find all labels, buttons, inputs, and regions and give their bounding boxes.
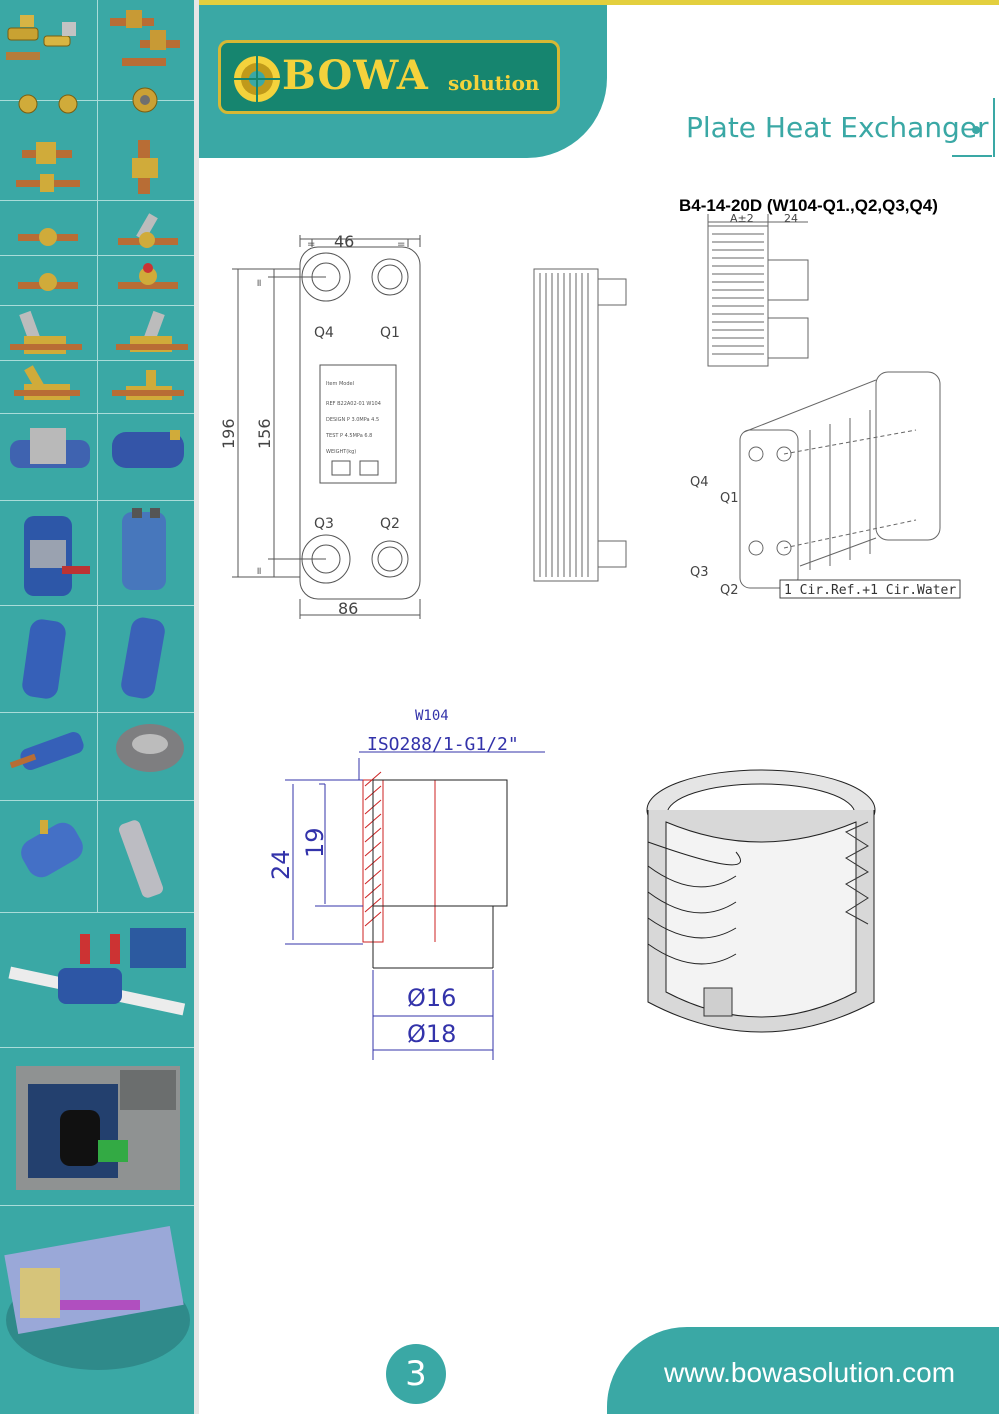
sidebar-divider [0, 912, 194, 913]
dim-a: A±2 [730, 212, 754, 225]
connector-3d-cutaway [646, 769, 876, 1033]
dim-b: 24 [784, 212, 798, 225]
dim-19: 19 [301, 827, 329, 858]
page-title: Plate Heat Exchanger [686, 111, 989, 144]
sight-glass-thumb [132, 87, 158, 113]
svg-text:DESIGN P 3.0MPa 4.5: DESIGN P 3.0MPa 4.5 [326, 417, 379, 423]
sidebar-product-thumbnails [4, 10, 190, 1370]
circuit-label: 1 Cir.Ref.+1 Cir.Water [784, 583, 956, 598]
svg-text:WEIGHT(kg): WEIGHT(kg) [326, 449, 356, 455]
title-underline [952, 155, 992, 157]
title-rule-vertical [993, 98, 995, 157]
logo-emblem-icon [234, 56, 280, 102]
flare-nuts-thumb [18, 94, 78, 114]
dim-height-outer: 196 [219, 418, 238, 449]
port-q4: Q4 [314, 325, 334, 341]
port-q2: Q2 [380, 516, 400, 532]
iso-port-q2: Q2 [720, 583, 739, 598]
connector-thread: ISO288/1-G1/2" [367, 734, 519, 755]
page-number: 3 [405, 1354, 427, 1394]
product-sidebar [0, 0, 194, 1414]
iso-port-q1: Q1 [720, 491, 739, 506]
sidebar-divider [0, 1047, 194, 1048]
brand-name: BOWA [282, 52, 429, 99]
dim-24: 24 [267, 849, 295, 880]
isometric-view: 1 Cir.Ref.+1 Cir.Water Q4 Q1 Q3 Q2 [690, 371, 961, 599]
connector-code: W104 [415, 708, 449, 724]
side-view-stack [533, 268, 627, 582]
iso-port-q4: Q4 [690, 475, 709, 490]
port-q1: Q1 [380, 325, 400, 341]
dim-bottom: 86 [338, 599, 358, 618]
dim-height-inner: 156 [255, 418, 274, 449]
sidebar-divider [0, 1205, 194, 1206]
port-q3: Q3 [314, 516, 334, 532]
front-view-drawing: Item Model REF B22A02-01 W104 DESIGN P 3… [219, 232, 421, 619]
solenoid-valves-thumb [110, 10, 180, 66]
connector-section-drawing: W104 ISO288/1-G1/2" 24 19 Ø16 Ø18 [267, 708, 545, 1060]
side-view-small: A±2 24 [707, 212, 809, 367]
top-accent-rule [199, 0, 999, 5]
dim-d16: Ø16 [407, 984, 456, 1012]
iso-port-q3: Q3 [690, 565, 709, 580]
equal-mark: = [307, 239, 315, 250]
equal-mark: = [254, 567, 265, 575]
model-title: B4-14-20D (W104-Q1.,Q2,Q3,Q4) [679, 196, 938, 215]
sidebar-edge [194, 0, 199, 1414]
footer-url[interactable]: www.bowasolution.com [664, 1357, 956, 1388]
page-number-badge [386, 1344, 446, 1404]
equal-mark: = [397, 239, 405, 250]
svg-text:Item Model: Item Model [326, 381, 354, 387]
dim-top: 46 [334, 232, 354, 251]
sidebar-column-divider [97, 0, 98, 912]
equal-mark: = [254, 279, 265, 287]
brass-ball-valves-thumb [6, 15, 76, 60]
brand-suffix: solution [448, 71, 540, 95]
footer-band [607, 1327, 999, 1414]
title-bullet-icon [972, 126, 980, 134]
svg-text:REF B22A02-01 W104: REF B22A02-01 W104 [326, 401, 381, 407]
dim-d18: Ø18 [407, 1020, 456, 1048]
svg-text:TEST P 4.5MPa 6.8: TEST P 4.5MPa 6.8 [325, 433, 372, 439]
